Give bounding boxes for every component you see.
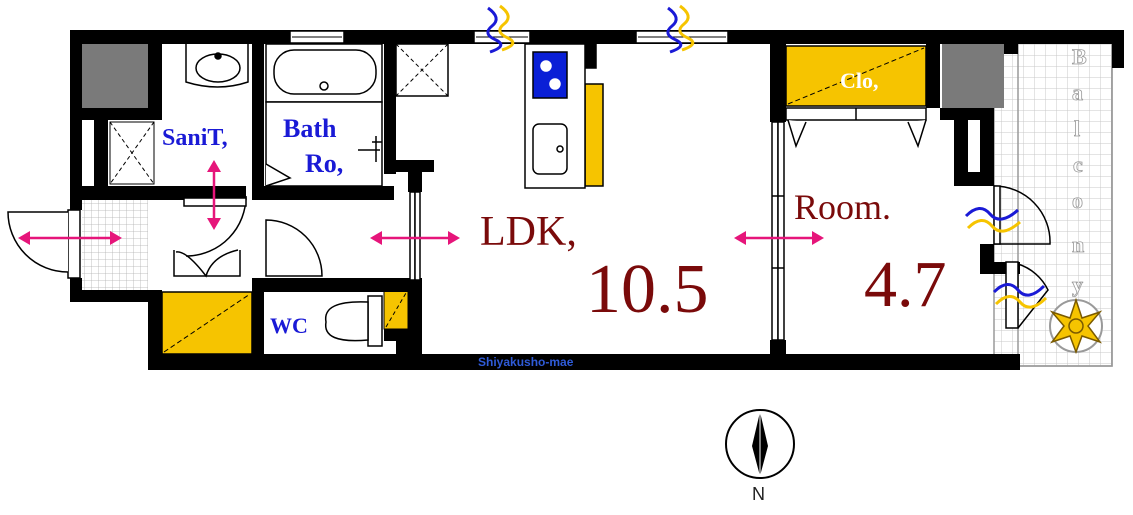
room-label: Room. <box>794 187 891 227</box>
entrance-floor <box>82 200 148 290</box>
wash-basin <box>185 44 249 88</box>
street-label: Shiyakusho-mae <box>478 355 574 369</box>
svg-text:o: o <box>1072 188 1083 213</box>
closet-hanger <box>785 107 927 149</box>
ldk-label: LDK, <box>480 209 577 255</box>
toilet <box>325 295 383 347</box>
sun-icon <box>1049 297 1103 355</box>
compass-icon: N <box>725 409 795 504</box>
ac-icons <box>486 4 1048 309</box>
fridge-space <box>395 43 449 97</box>
balcony-label: B a l c o n y <box>1072 44 1088 298</box>
svg-text:c: c <box>1073 152 1083 177</box>
wc-label: WC <box>270 313 308 338</box>
pipe-shafts <box>82 44 1004 108</box>
sanitary-label: SaniT, <box>162 125 228 151</box>
compass-n-label: N <box>752 484 765 504</box>
svg-text:n: n <box>1072 232 1084 257</box>
svg-text:B: B <box>1072 44 1087 69</box>
bathtub <box>265 43 383 187</box>
sliding-partition <box>771 121 785 341</box>
hall-door <box>409 191 421 281</box>
bath-label: Bath <box>283 114 337 143</box>
svg-text:a: a <box>1072 80 1083 105</box>
ldk-size: 10.5 <box>586 251 709 328</box>
svg-text:l: l <box>1074 116 1080 141</box>
laundry-pan <box>109 121 155 185</box>
room-size: 4.7 <box>864 248 947 321</box>
bath-label-2: Ro, <box>305 149 343 178</box>
svg-text:y: y <box>1072 272 1083 297</box>
closet-label: Clo, <box>840 68 879 93</box>
movement-arrows <box>18 160 824 245</box>
kitchen-counter <box>524 43 597 189</box>
